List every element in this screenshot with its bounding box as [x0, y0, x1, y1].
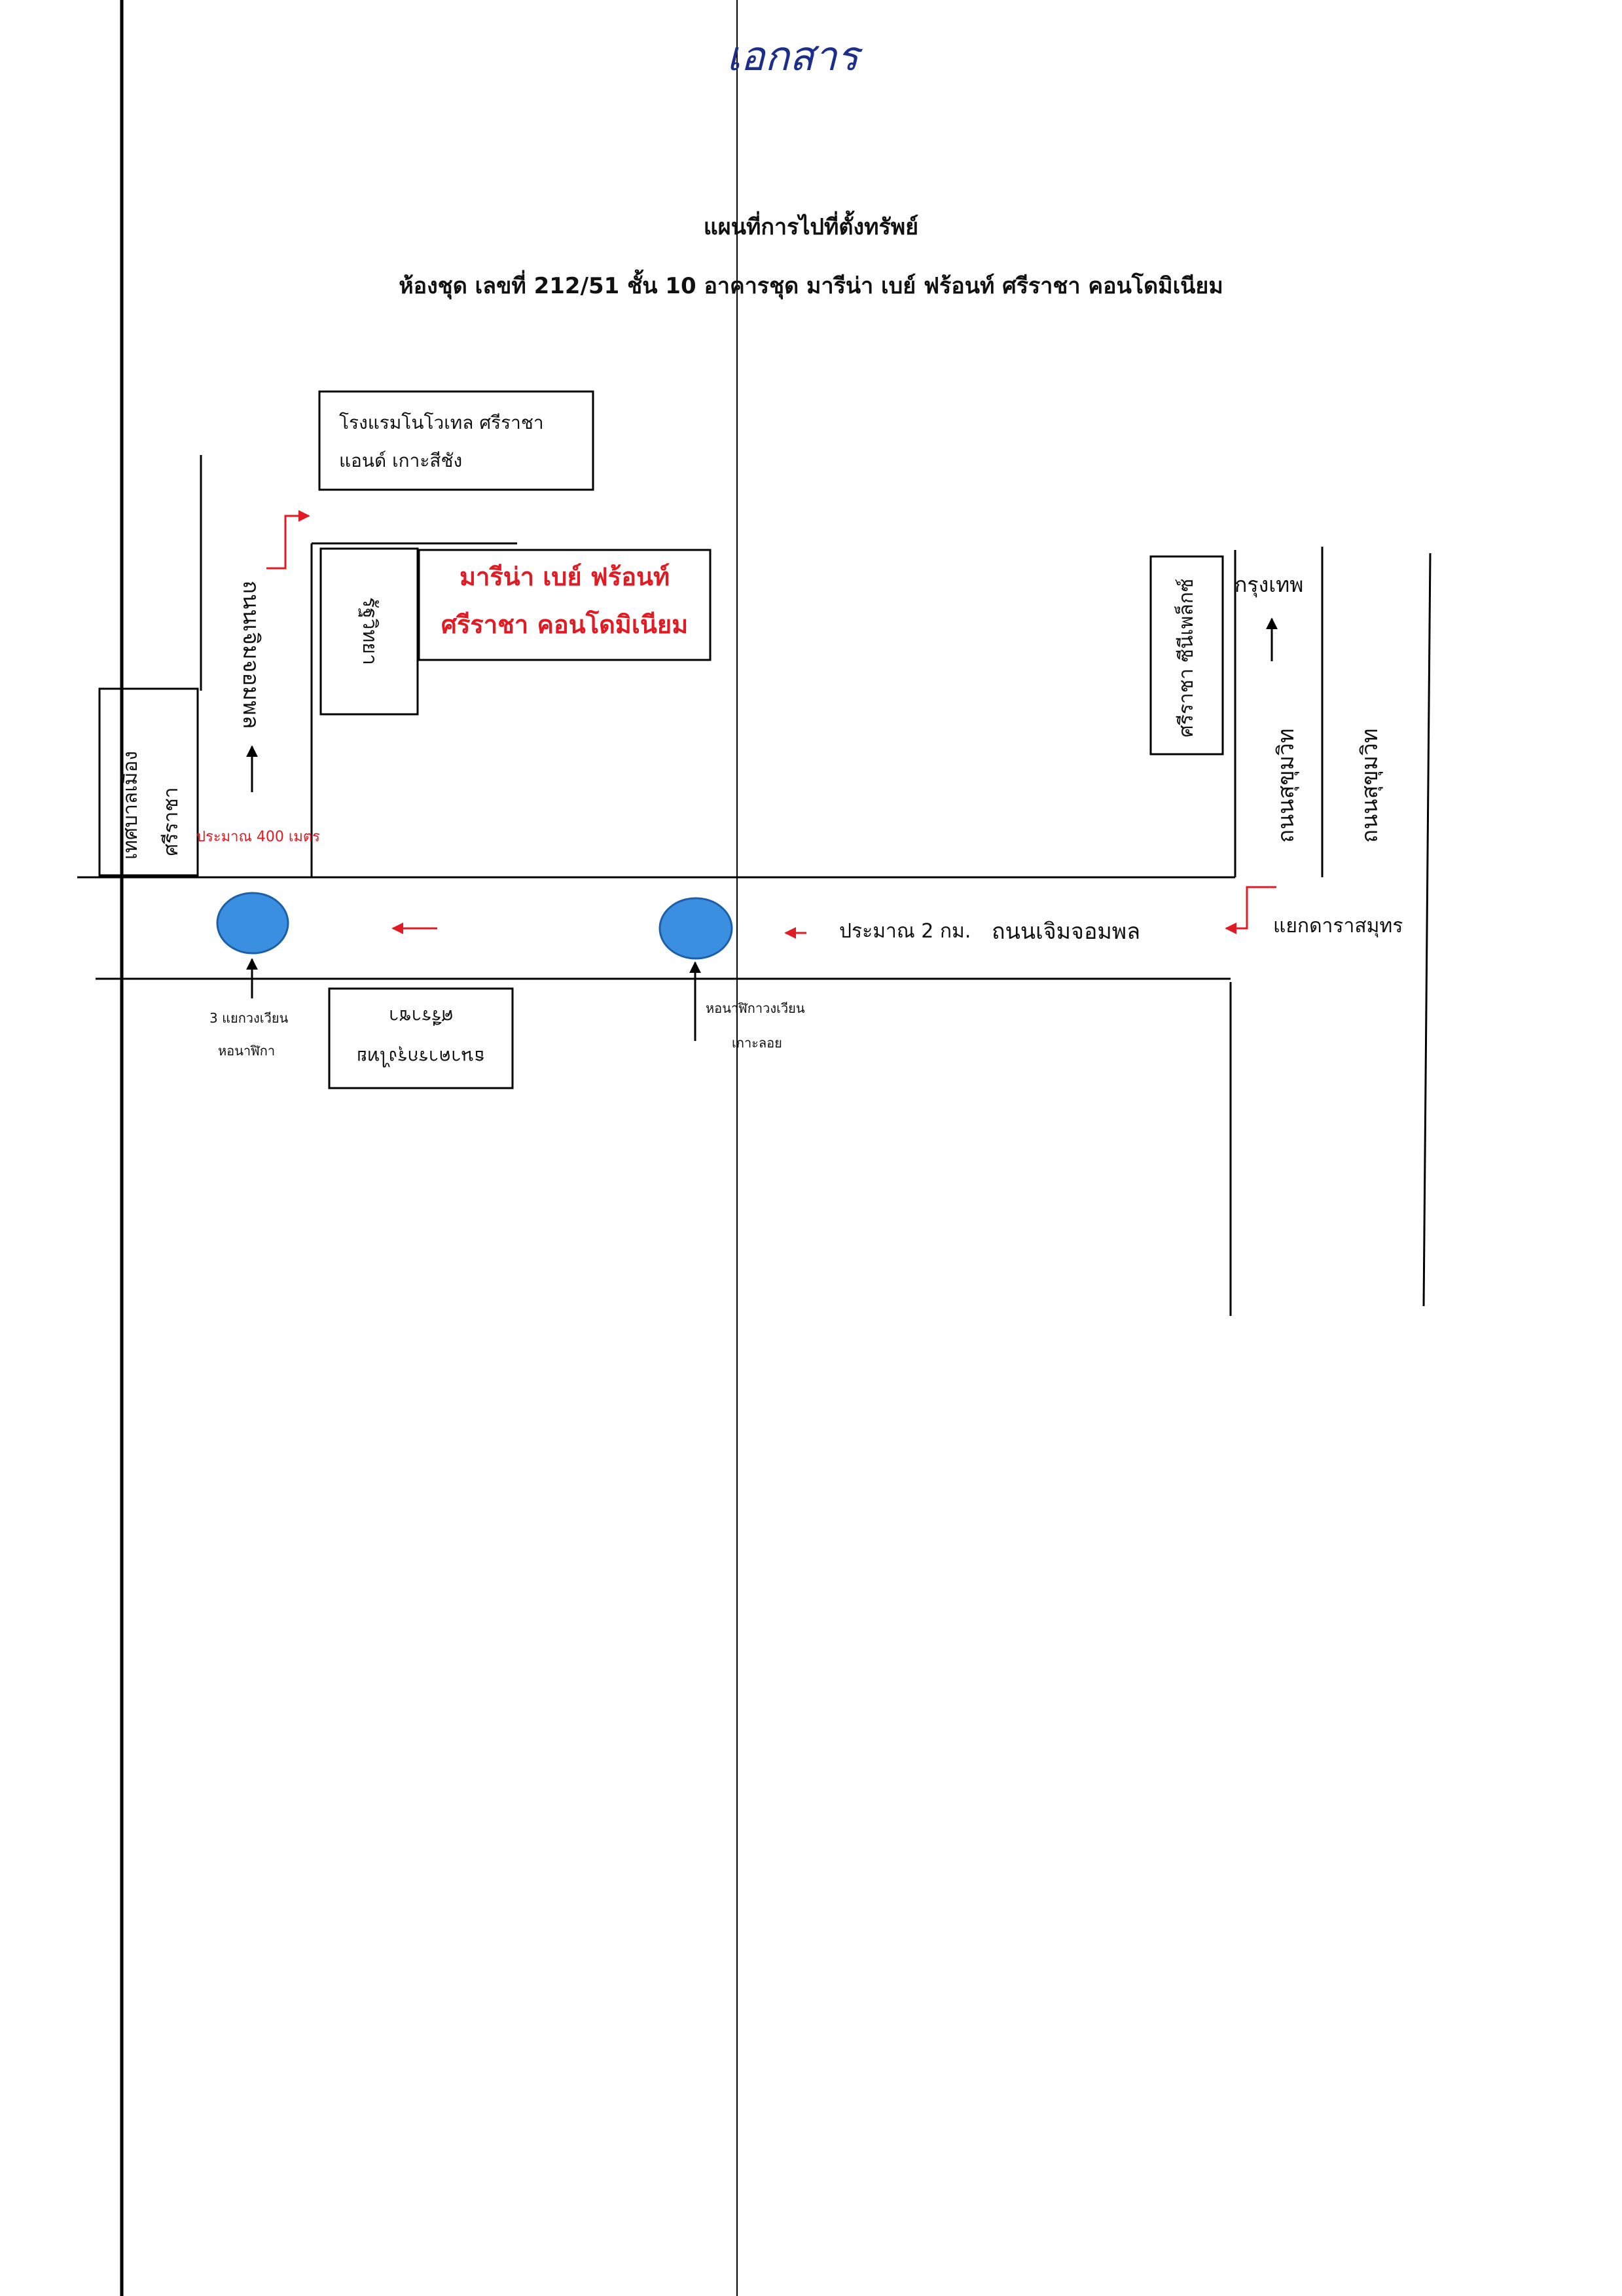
municipality-label: เทศบาลเมือง	[119, 750, 142, 860]
hotel-label-line2: แอนด์ เกาะสีชัง	[339, 450, 463, 471]
hotel-box	[318, 390, 594, 491]
roundabout2-label-line1: หอนาฬิกาวงเวียน	[706, 1000, 805, 1016]
highway-outer-right	[1422, 553, 1432, 1307]
school-label: รัฐวิทยา	[358, 597, 381, 665]
approx-400m-label: ประมาณ 400 เมตร	[196, 829, 320, 845]
condo-label-line1: มารีน่า เบย์ ฟร้อนท์	[459, 562, 670, 591]
roundabout-koh-loy	[658, 897, 733, 960]
red-arrow-intersection	[1225, 886, 1276, 934]
roundabout-clock-tower	[216, 892, 289, 955]
handwritten-note: เอกสาร	[727, 32, 859, 80]
highway-label-b: ถนนสุขุมวิท	[1357, 728, 1383, 843]
roundabout1-label-line2: หอนาฬิกา	[218, 1043, 276, 1059]
bangkok-label: กรุงเทพ	[1235, 572, 1304, 597]
intersection-label: แยกดาราสมุทร	[1273, 915, 1403, 938]
bank-label-line2: ศรีราชา	[388, 1006, 454, 1027]
bank-label-line1: ธนาคารกรุงไทย	[356, 1046, 486, 1068]
left-road-label: ถนนเจิมจอมพล	[238, 580, 264, 729]
municipality-city-label: ศรีราชา	[160, 787, 183, 856]
approx-2km-label: ประมาณ 2 กม.	[839, 920, 971, 943]
roundabout2-label-line2: เกาะลอย	[732, 1035, 782, 1051]
sriracha-plus-label: ศรีราชา ซีนีเพล็กซ์	[1175, 578, 1198, 738]
sriracha-plus-box	[1149, 555, 1224, 756]
school-box	[319, 547, 419, 716]
red-arrow-to-hotel	[266, 510, 310, 570]
condo-box	[418, 549, 712, 661]
map-subtitle: ห้องชุด เลขที่ 212/51 ชั้น 10 อาคารชุด ม…	[399, 273, 1223, 299]
hotel-label-line1: โรงแรมโนโวเทล ศรีราชา	[339, 412, 544, 433]
highway-label-a: ถนนสุขุมวิท	[1273, 728, 1299, 843]
condo-label-line2: ศรีราชา คอนโดมิเนียม	[441, 610, 689, 639]
municipality-box	[98, 687, 199, 877]
roundabout1-label-line1: 3 แยกวงเวียน	[209, 1010, 289, 1026]
map-title: แผนที่การไปที่ตั้งทรัพย์	[703, 214, 919, 240]
main-road-label: ถนนเจิมจอมพล	[992, 919, 1141, 945]
bank-box	[328, 987, 514, 1089]
